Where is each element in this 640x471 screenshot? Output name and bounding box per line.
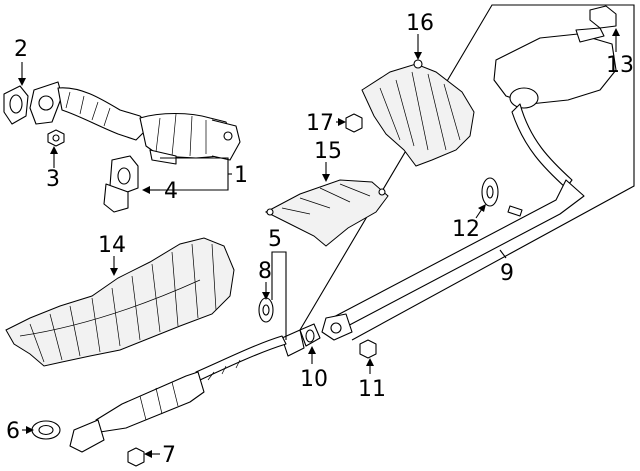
callout-5: 5 (268, 227, 282, 252)
gasket-front[interactable] (3, 85, 29, 125)
center-pipe-catalytic[interactable] (69, 329, 305, 453)
nut-lower[interactable] (127, 447, 145, 467)
rubber-hanger-rear[interactable] (481, 177, 523, 217)
heat-shield-front[interactable] (5, 237, 235, 367)
leader-lines (18, 28, 620, 458)
callout-9: 9 (500, 261, 514, 286)
callout-labels: 1 2 3 4 5 6 7 8 9 10 11 12 13 14 15 16 1… (6, 11, 634, 468)
heat-shield-rear[interactable] (361, 59, 475, 167)
callout-17: 17 (306, 111, 334, 136)
heat-shield-nut[interactable] (345, 113, 363, 133)
callout-2: 2 (14, 37, 28, 62)
callout-3: 3 (46, 167, 60, 192)
muffler-tailpipe-assembly[interactable] (321, 33, 617, 341)
callout-11: 11 (358, 377, 386, 402)
nut-center[interactable] (359, 339, 377, 359)
callout-6: 6 (6, 419, 20, 444)
callout-10: 10 (300, 367, 328, 392)
callout-14: 14 (98, 233, 126, 258)
rubber-hanger[interactable] (258, 297, 274, 323)
callout-15: 15 (314, 139, 342, 164)
heat-shield-center[interactable] (264, 179, 389, 247)
callout-1: 1 (234, 163, 248, 188)
muffler-bracket[interactable] (575, 5, 617, 43)
callout-16: 16 (406, 11, 434, 36)
front-catalytic-pipe[interactable] (29, 81, 241, 165)
callout-7: 7 (162, 443, 176, 468)
bracket-hanger[interactable] (103, 155, 139, 213)
callout-12: 12 (452, 217, 480, 242)
nut-front[interactable] (47, 129, 65, 147)
callout-8: 8 (258, 259, 272, 284)
gasket-center[interactable] (299, 323, 321, 347)
gasket-lower[interactable] (31, 420, 61, 440)
callout-13: 13 (606, 53, 634, 78)
callout-4: 4 (164, 179, 178, 204)
